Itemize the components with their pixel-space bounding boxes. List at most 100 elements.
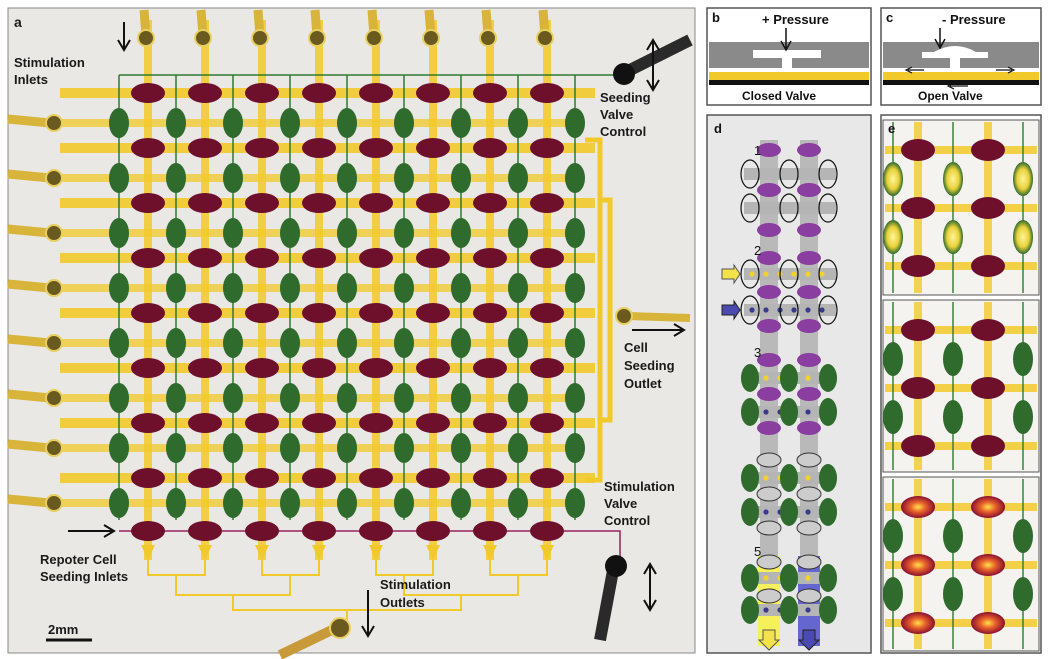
negative-pressure-label: - Pressure xyxy=(942,12,1006,27)
seeding-valve xyxy=(943,519,963,553)
panel-d: d 1 2 3 5 xyxy=(706,114,872,654)
seeding-valve xyxy=(818,193,838,223)
outlet-tube xyxy=(627,312,691,322)
stimulation-valve xyxy=(416,138,450,158)
down-arrow xyxy=(361,590,375,638)
seeding-valve xyxy=(883,400,903,434)
stimulation-valve xyxy=(473,193,507,213)
reporter-label-1: Repoter Cell xyxy=(40,552,117,567)
seeding-inlet-tube xyxy=(7,439,51,453)
seeding-valve xyxy=(741,464,759,492)
fluorescent-valve xyxy=(1013,162,1033,196)
seeding-valve xyxy=(451,273,471,303)
seeding-valve xyxy=(337,108,357,138)
seeding-inlet-tube xyxy=(7,114,51,128)
seeding-valve xyxy=(109,488,129,518)
panel-c: c - Pressure Open Valve xyxy=(880,7,1042,106)
step-5-label: 5 xyxy=(754,544,761,559)
cell xyxy=(805,575,811,581)
seeding-valve xyxy=(565,328,585,358)
seeding-valve xyxy=(394,218,414,248)
stimulation-valve xyxy=(359,248,393,268)
seeding-valve xyxy=(166,328,186,358)
stimulation-valve xyxy=(302,248,336,268)
seeding-valve xyxy=(740,159,760,189)
seeding-valve xyxy=(394,273,414,303)
stimulation-valve xyxy=(245,248,279,268)
fluorescent-valve xyxy=(943,162,963,196)
fluorescent-valve xyxy=(971,612,1005,634)
stimulation-valve xyxy=(359,83,393,103)
seeding-valve xyxy=(337,433,357,463)
seeding-valve xyxy=(109,218,129,248)
seeding-valve xyxy=(943,342,963,376)
stim-outlets-label-1: Stimulation xyxy=(380,577,451,592)
blue-flow-arrow xyxy=(721,299,741,321)
stimulation-valve xyxy=(302,138,336,158)
stimulation-valve xyxy=(302,358,336,378)
seeding-valve xyxy=(819,464,837,492)
seeding-valve xyxy=(741,564,759,592)
seeding-valve xyxy=(166,488,186,518)
stim-valve-label-3: Control xyxy=(604,513,650,528)
fluorescent-valve xyxy=(883,162,903,196)
left-arrow xyxy=(946,82,968,90)
valve xyxy=(756,554,782,570)
seeding-valve xyxy=(819,398,837,426)
flow-channel xyxy=(885,262,1037,270)
fluorescent-valve xyxy=(971,554,1005,576)
down-arrow xyxy=(780,28,792,52)
fluorescent-valve xyxy=(971,496,1005,518)
seeding-inlet-port xyxy=(45,439,63,457)
seeding-valve xyxy=(394,163,414,193)
seeding-valve xyxy=(109,383,129,413)
stimulation-valve xyxy=(359,413,393,433)
down-arrow xyxy=(934,28,946,50)
stimulation-valve xyxy=(530,468,564,488)
seeding-valve xyxy=(451,488,471,518)
seeding-valve xyxy=(565,218,585,248)
seeding-valve xyxy=(565,108,585,138)
valve xyxy=(797,387,821,401)
seeding-valve xyxy=(166,433,186,463)
outlet-funnel xyxy=(198,545,212,560)
stimulation-valve xyxy=(188,521,222,541)
positive-pressure-label: + Pressure xyxy=(762,12,829,27)
stimulation-valve xyxy=(188,138,222,158)
outlet-funnel xyxy=(483,545,497,560)
valve xyxy=(797,223,821,237)
blue-out-arrow xyxy=(797,629,821,651)
cell xyxy=(805,475,811,481)
seeding-valve xyxy=(280,328,300,358)
stimulation-valve xyxy=(473,83,507,103)
panel-e: e xyxy=(880,114,1042,654)
stimulation-valve xyxy=(359,468,393,488)
outlet-funnel xyxy=(312,545,326,560)
stim-channel xyxy=(486,20,494,560)
seeding-valve xyxy=(223,328,243,358)
stimulation-valve xyxy=(530,248,564,268)
inlet-port xyxy=(536,29,554,47)
seeding-valve xyxy=(508,108,528,138)
stimulation-valve xyxy=(302,468,336,488)
channel-bar xyxy=(744,268,836,280)
cell xyxy=(763,409,769,415)
flow-channel xyxy=(885,503,1037,511)
valve xyxy=(796,452,822,468)
seeding-valve xyxy=(883,577,903,611)
seeding-valve xyxy=(337,328,357,358)
substrate xyxy=(709,80,869,85)
stimulation-valve xyxy=(971,139,1005,161)
seeding-valve xyxy=(166,383,186,413)
stim-channel xyxy=(144,20,152,560)
inlet-tubing xyxy=(7,9,693,659)
panel-d-letter: d xyxy=(714,121,722,136)
stimulation-valve xyxy=(188,193,222,213)
seeding-valve xyxy=(394,383,414,413)
seeding-valve xyxy=(451,328,471,358)
outlet-port xyxy=(615,307,633,325)
stimulation-valve xyxy=(530,521,564,541)
flow-channel xyxy=(885,326,1037,334)
seeding-valve-label-3: Control xyxy=(600,124,646,139)
stimulation-valve xyxy=(530,413,564,433)
